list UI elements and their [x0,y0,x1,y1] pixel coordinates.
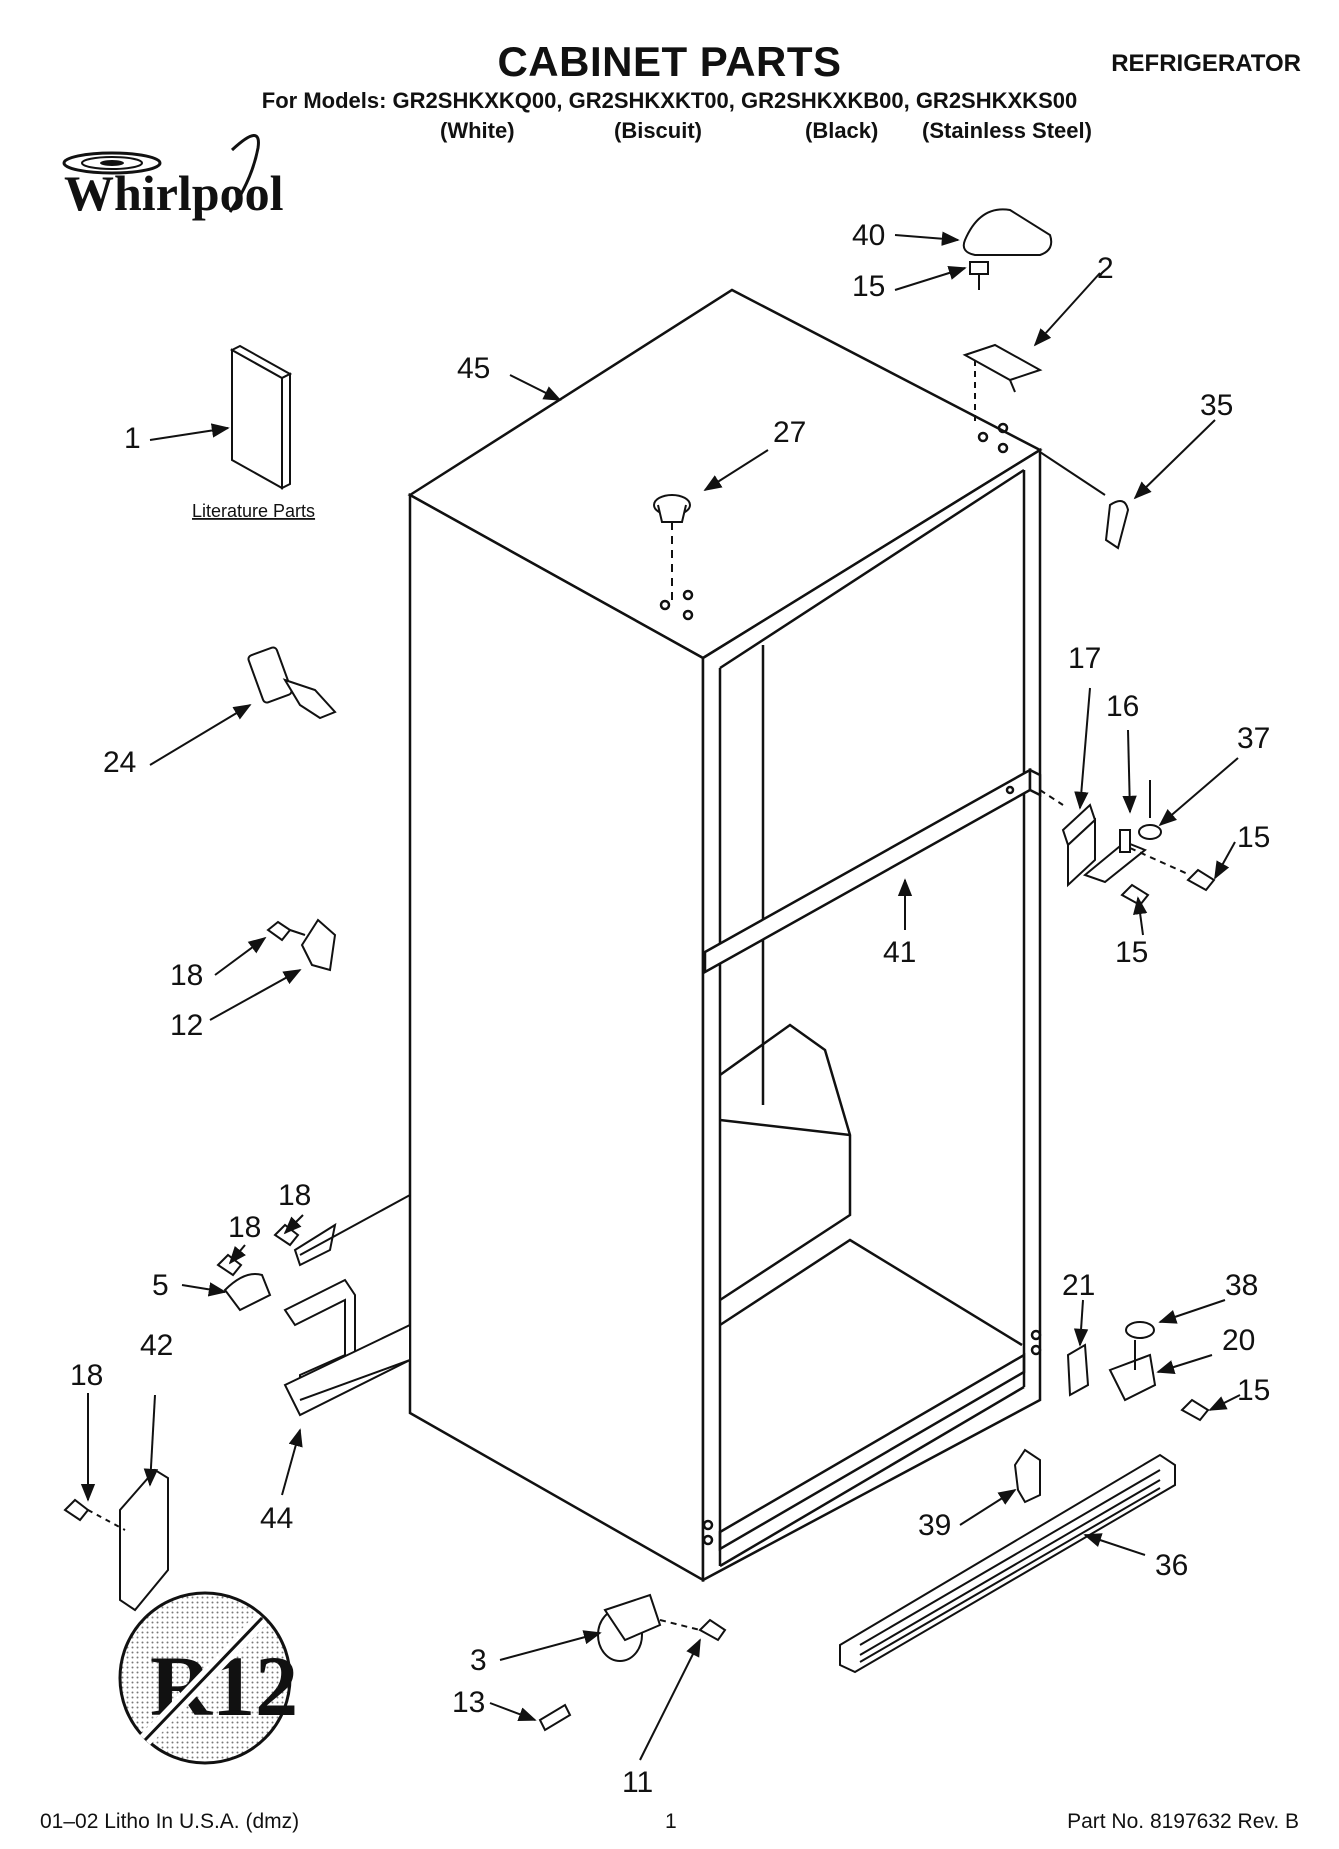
callout-18-c: 18 [228,1211,261,1244]
callout-38: 38 [1225,1269,1258,1302]
callout-2: 2 [1097,252,1114,285]
refrigerator-cabinet [407,288,1043,1583]
callout-15-mid-below: 15 [1115,936,1148,969]
hinge-cover-part [1104,500,1130,550]
callout-24: 24 [103,746,136,779]
callout-21: 21 [1062,1269,1095,1302]
callout-18-a: 18 [170,959,203,992]
callout-39: 39 [918,1509,951,1542]
callout-17: 17 [1068,642,1101,675]
toe-grille-end [63,1468,169,1612]
footer-litho: 01–02 Litho In U.S.A. (dmz) [40,1810,300,1833]
callout-44: 44 [260,1502,293,1535]
whirlpool-logo: Whirlpool [62,134,284,221]
callout-15-bottom: 15 [1237,1374,1270,1407]
callout-42: 42 [140,1329,173,1362]
callout-11: 11 [622,1766,653,1799]
callout-leaders [80,231,1241,1761]
callout-35: 35 [1200,389,1233,422]
door-stop-part [247,646,337,720]
callout-12: 12 [170,1009,203,1042]
part-number: Part No. 8197632 Rev. B [1067,1810,1299,1833]
literature-booklet: Literature Parts [192,344,315,521]
toe-grille [839,1453,1176,1674]
callout-15-mid-right: 15 [1237,821,1270,854]
callout-labels: 40 15 2 45 27 35 1 24 17 16 37 15 15 41 … [70,219,1270,1799]
callout-13: 13 [452,1686,485,1719]
roller-assembly [538,1593,727,1732]
color-biscuit: (Biscuit) [614,118,702,143]
appliance-type: REFRIGERATOR [1111,50,1301,77]
callout-40: 40 [852,219,885,252]
bottom-hinge-assembly [1066,1321,1210,1422]
door-stop-bracket [266,918,337,972]
page-number: 1 [665,1810,677,1833]
callout-5: 5 [152,1269,169,1302]
callout-18-b: 18 [278,1179,311,1212]
callout-20: 20 [1222,1324,1255,1357]
color-stainless: (Stainless Steel) [922,118,1092,143]
callout-36: 36 [1155,1549,1188,1582]
callout-45: 45 [457,352,490,385]
center-rail-part [703,767,1042,975]
logo-wordmark: Whirlpool [64,165,284,221]
callout-27: 27 [773,416,806,449]
callout-37: 37 [1237,722,1270,755]
model-list: For Models: GR2SHKXKQ00, GR2SHKXKT00, GR… [261,88,1078,113]
hinge-cover-leader [1039,451,1106,496]
color-black: (Black) [805,118,879,143]
callout-1: 1 [124,422,141,455]
lower-hinge-brackets [216,1194,411,1417]
page-title: CABINET PARTS [497,38,842,85]
center-hinge-assembly [1039,780,1216,907]
cabinet-plug-part [653,494,691,600]
callout-15-top: 15 [852,270,885,303]
no-r12-symbol: R12 [118,1591,298,1765]
callout-18-d: 18 [70,1359,103,1392]
color-white: (White) [440,118,515,143]
literature-parts-label: Literature Parts [192,501,315,521]
grille-clip [1013,1448,1041,1504]
top-hinge-assembly [962,208,1053,425]
callout-3: 3 [470,1644,487,1677]
callout-41: 41 [883,936,916,969]
callout-16: 16 [1106,690,1139,723]
